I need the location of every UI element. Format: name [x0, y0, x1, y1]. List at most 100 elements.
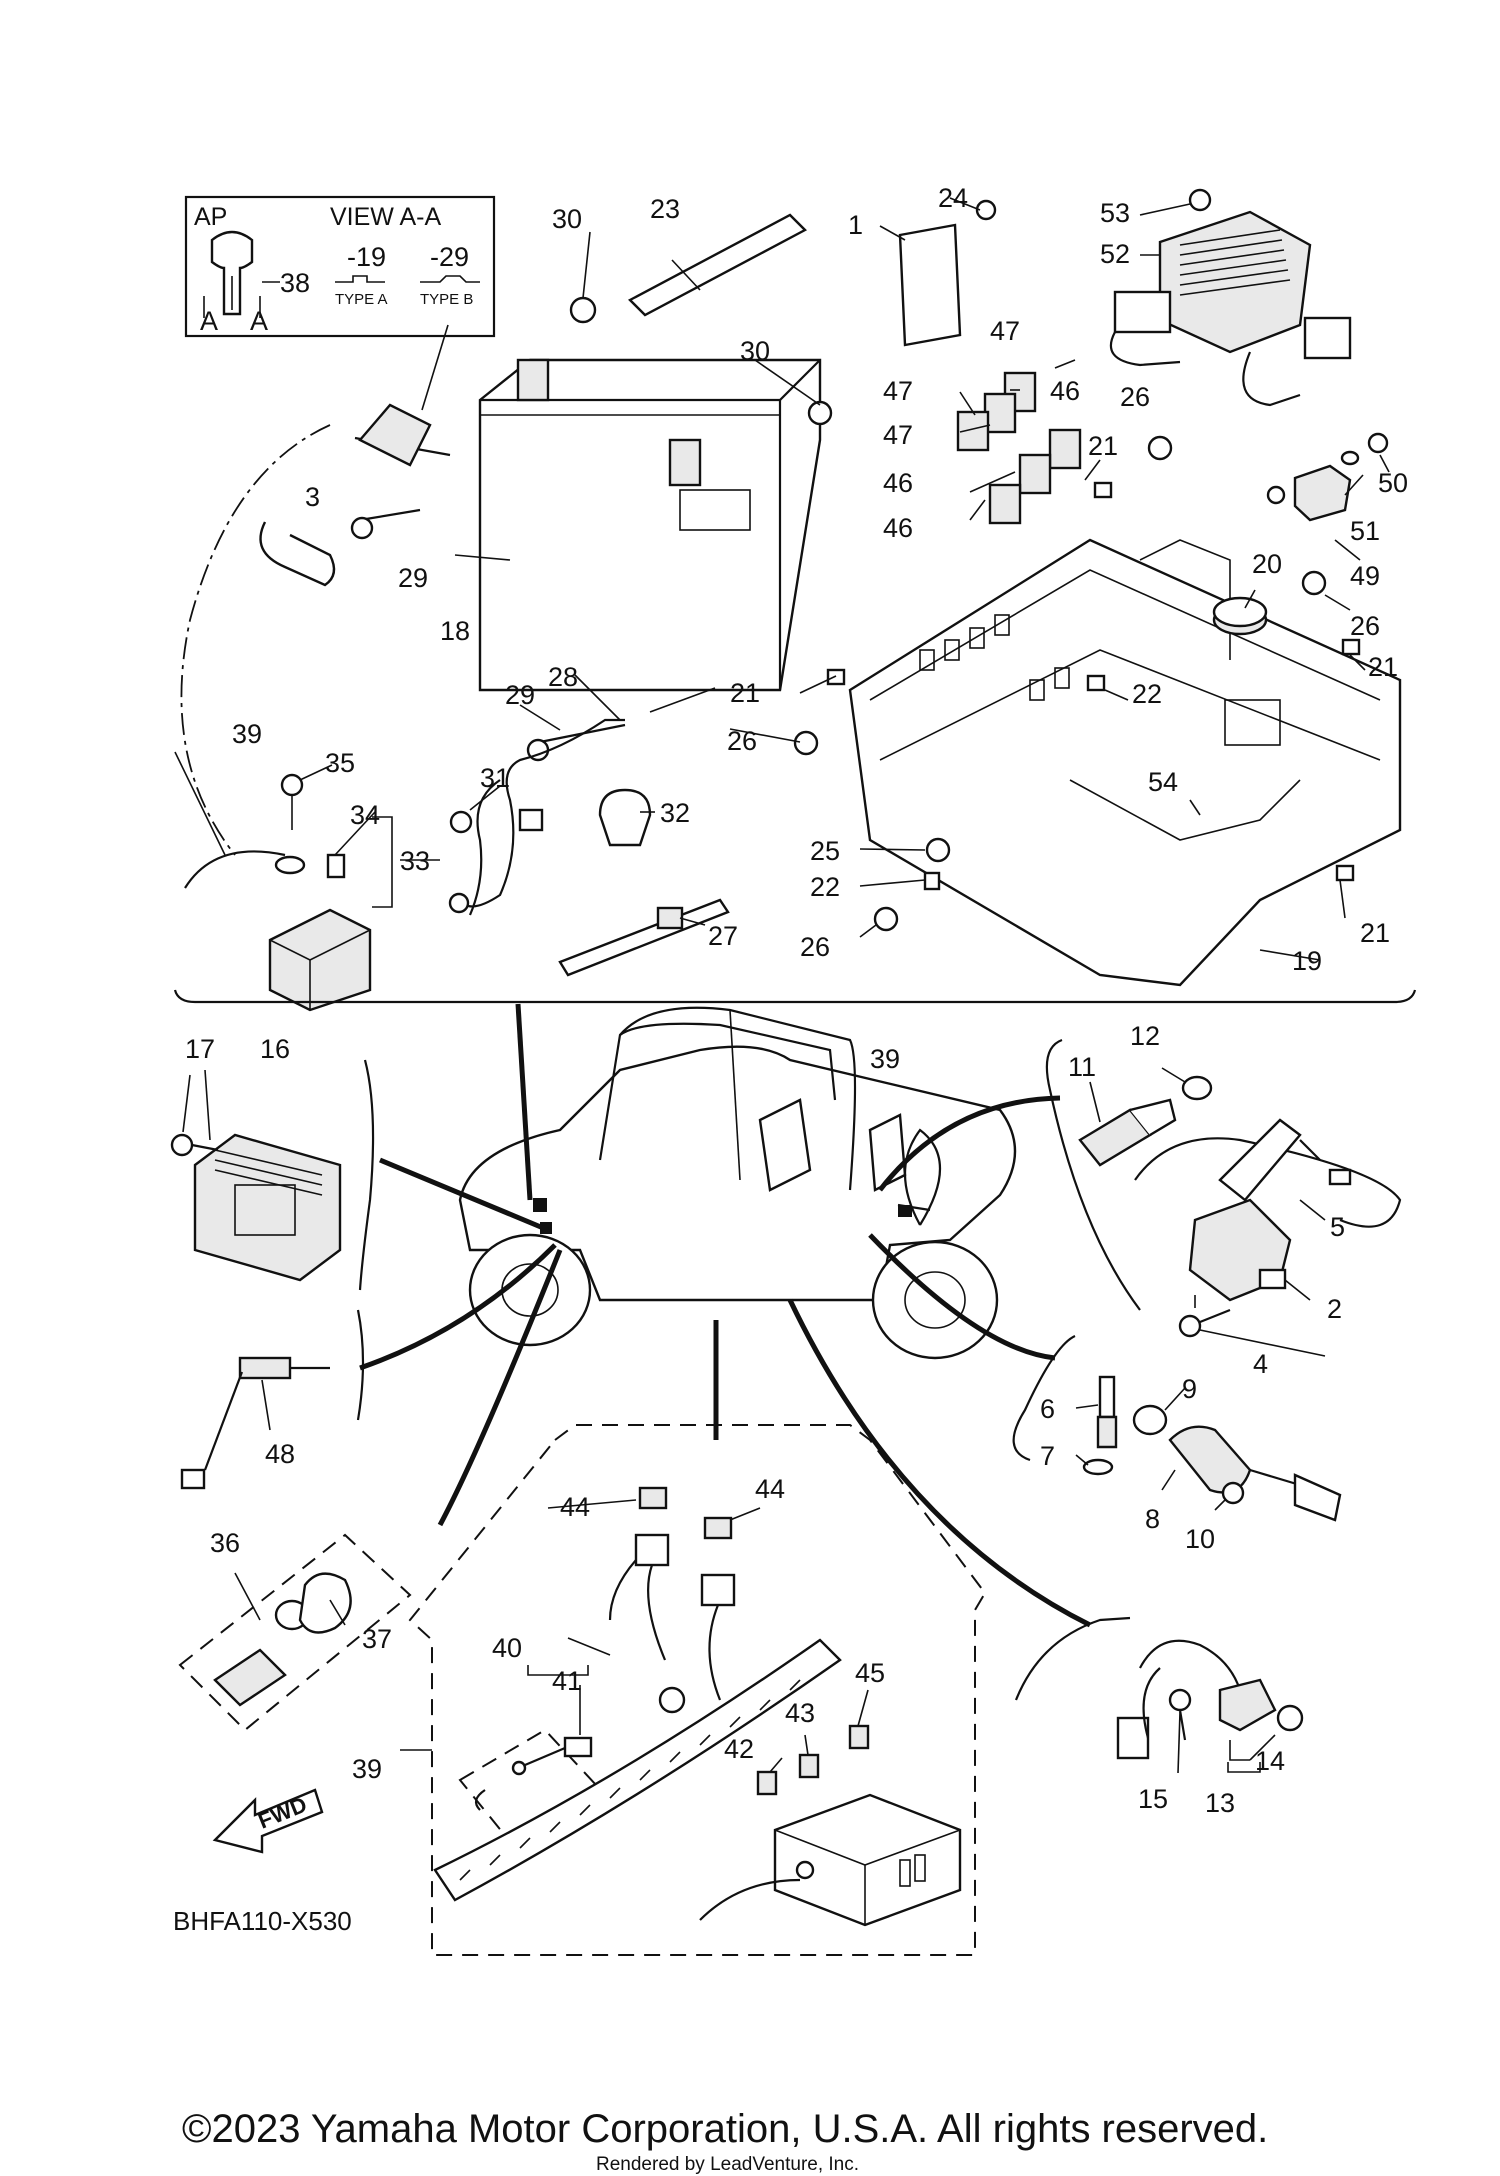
callout-24: 24 — [938, 183, 968, 213]
o-ring-icon — [1181, 1075, 1213, 1101]
crank-sensor-icon — [1168, 1425, 1252, 1494]
callout-47-b: 47 — [883, 376, 913, 406]
negative-cable-icon — [459, 718, 625, 908]
control-unit-icon — [898, 223, 962, 347]
fuse-box-icon — [773, 1793, 962, 1927]
callout-11: 11 — [1068, 1052, 1096, 1082]
battery-box-icon — [848, 538, 1402, 987]
callout-54: 54 — [1148, 767, 1178, 797]
section-a-left: A — [200, 306, 218, 336]
callout-30-a: 30 — [552, 204, 582, 234]
main-harness-icon — [433, 1638, 842, 1902]
spark-plug-cap-icon — [1218, 1118, 1302, 1202]
bolt-icon — [1178, 1314, 1202, 1338]
callout-14: 14 — [1255, 1746, 1285, 1776]
callout-41: 41 — [552, 1666, 582, 1696]
callout-40: 40 — [492, 1633, 522, 1663]
diagram-code: BHFA110-X530 — [173, 1906, 352, 1936]
callout-26-d: 26 — [800, 932, 830, 962]
fuse-icon — [326, 853, 346, 879]
rectifier-icon — [193, 1133, 342, 1282]
type-b-label: TYPE B — [420, 291, 473, 308]
starter-relay-icon — [268, 908, 372, 1012]
bolt-icon — [1221, 1481, 1245, 1505]
cable-clamp — [259, 521, 336, 587]
callout-50: 50 — [1378, 468, 1408, 498]
neutral-switch-group — [178, 1533, 412, 1732]
bolt-icon — [280, 773, 304, 797]
bolt-icon — [1301, 570, 1327, 596]
callout-27: 27 — [708, 921, 738, 951]
ap-label: AP — [194, 203, 227, 231]
callout-13: 13 — [1205, 1788, 1235, 1818]
utv-vehicle-illustration — [458, 1006, 1017, 1360]
callout-28: 28 — [548, 662, 578, 692]
callout-26-c: 26 — [727, 726, 757, 756]
relay-bank — [898, 199, 1082, 525]
bolt-icon — [975, 199, 997, 221]
battery-strap-icon — [628, 213, 807, 317]
section-a-right: A — [250, 306, 268, 336]
callout-29-a: 29 — [398, 563, 428, 593]
callout-16: 16 — [260, 1034, 290, 1064]
battery-cable-assembly — [448, 718, 626, 916]
callout-52: 52 — [1100, 239, 1130, 269]
speed-sensor-icon — [1218, 1678, 1277, 1732]
bolt-icon — [1168, 1688, 1192, 1712]
callout-39-b: 39 — [870, 1044, 900, 1074]
nut-icon — [925, 837, 951, 863]
sensor-icon — [1293, 464, 1352, 522]
bolt-icon — [170, 1133, 194, 1157]
callout-53: 53 — [1100, 198, 1130, 228]
callout-35: 35 — [325, 748, 355, 778]
callout-leaders — [174, 197, 1390, 1774]
callout-43: 43 — [785, 1698, 815, 1728]
spark-plug-group — [1082, 1375, 1342, 1522]
callout-3: 3 — [305, 482, 320, 512]
callout-42: 42 — [724, 1734, 754, 1764]
switch-icon — [213, 1648, 287, 1707]
callout-47-c: 47 — [883, 420, 913, 450]
ignition-coil — [1134, 1118, 1402, 1338]
bolt-icon — [793, 730, 819, 756]
relay-icon — [988, 483, 1022, 525]
connector-leaders — [359, 1003, 1092, 1628]
ignition-key-icon — [203, 230, 261, 318]
nut-icon — [569, 296, 597, 324]
gasket-icon — [1082, 1458, 1114, 1476]
seat-icon — [758, 1098, 812, 1192]
callout-46-b: 46 — [883, 468, 913, 498]
callout-21-d: 21 — [1360, 918, 1390, 948]
callout-21-a: 21 — [1088, 431, 1118, 461]
bolt-icon — [1367, 432, 1389, 454]
type-b-code: -29 — [430, 242, 469, 272]
callout-39-a: 39 — [232, 719, 262, 749]
bolt-icon — [1147, 435, 1173, 461]
cable-tie-icon — [558, 898, 730, 977]
callout-6: 6 — [1040, 1394, 1055, 1424]
battery-box — [848, 538, 1402, 987]
clip-icon — [923, 871, 941, 891]
callout-34: 34 — [350, 800, 380, 830]
callout-30-b: 30 — [740, 336, 770, 366]
clamp-icon — [598, 788, 652, 847]
copyright-notice: ©2023 Yamaha Motor Corporation, U.S.A. A… — [182, 2107, 1268, 2151]
diode-connector-icon — [563, 1736, 593, 1758]
callout-8: 8 — [1145, 1504, 1160, 1534]
connector-cap-icon — [703, 1516, 733, 1540]
sensor-icon — [238, 1356, 292, 1380]
coolant-temp-sensor — [1078, 1075, 1213, 1167]
callout-19: 19 — [1292, 946, 1322, 976]
wire-harness-group — [408, 1424, 987, 1956]
callout-37: 37 — [362, 1624, 392, 1654]
callout-46-a: 46 — [1050, 376, 1080, 406]
clip-icon — [1341, 638, 1361, 656]
callout-9: 9 — [1182, 1374, 1197, 1404]
spark-plug-icon — [1098, 1375, 1116, 1419]
callout-5: 5 — [1330, 1212, 1345, 1242]
view-a-a-label: VIEW A-A — [330, 203, 441, 231]
clip-icon — [1335, 864, 1355, 882]
callout-38: 38 — [280, 268, 310, 298]
temperature-sensor — [180, 1356, 330, 1490]
ecu-icon — [1158, 210, 1312, 354]
